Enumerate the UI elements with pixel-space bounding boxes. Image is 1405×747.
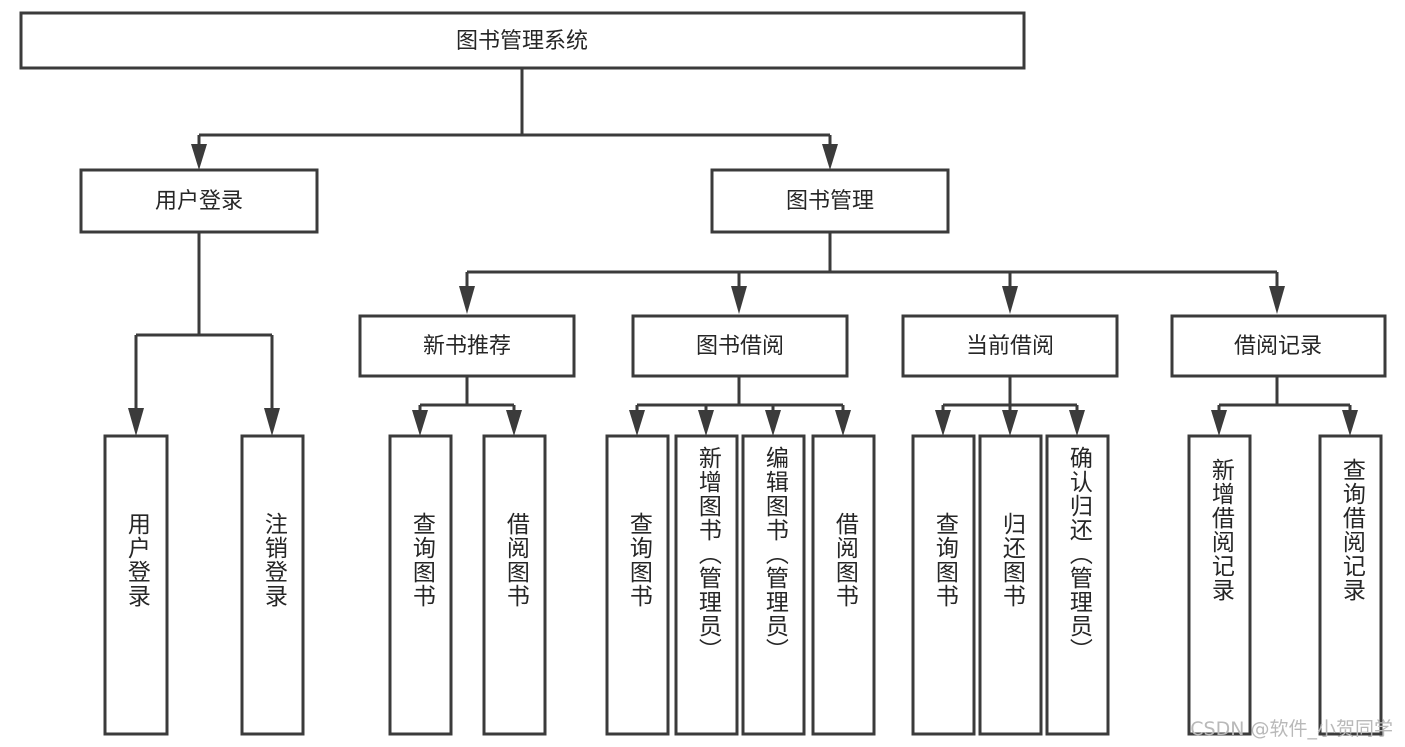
node-new-book-rec-box[interactable] (358, 314, 576, 378)
node-leaf-user-login-box[interactable] (103, 434, 169, 736)
connector-group (128, 68, 1358, 436)
node-book-manage-label: 图书管理 (786, 189, 874, 214)
node-user-login-box[interactable] (79, 168, 319, 234)
node-current-borrow-label: 当前借阅 (966, 334, 1054, 359)
arrowhead-leaf-user-login (128, 408, 144, 436)
arrowhead-new-book-rec (459, 286, 475, 314)
arrowhead-leaf-query-book-3 (935, 410, 951, 436)
arrowhead-leaf-query-book-2 (629, 410, 645, 436)
node-borrow-record-label: 借阅记录 (1234, 334, 1322, 359)
csdn-watermark: CSDN @软件_小贺同学 (1190, 718, 1393, 740)
node-borrow-record[interactable]: 借阅记录 (1170, 314, 1387, 378)
node-current-borrow-box[interactable] (901, 314, 1119, 378)
arrowhead-book-borrow (731, 286, 747, 314)
node-book-borrow[interactable]: 图书借阅 (631, 314, 849, 378)
node-leaf-confirm-return-box[interactable] (1045, 434, 1110, 736)
arrowhead-leaf-query-record (1342, 410, 1358, 436)
arrowhead-book-manage (822, 144, 838, 170)
node-leaf-return-book-box[interactable] (978, 434, 1043, 736)
node-leaf-borrow-book-1-box[interactable] (482, 434, 547, 736)
node-current-borrow[interactable]: 当前借阅 (901, 314, 1119, 378)
node-borrow-record-box[interactable] (1170, 314, 1387, 378)
arrowhead-leaf-add-book (698, 410, 714, 436)
arrowhead-leaf-query-book-1 (412, 410, 428, 436)
node-root-label: 图书管理系统 (456, 29, 588, 54)
node-book-borrow-label: 图书借阅 (696, 334, 784, 359)
arrowhead-leaf-borrow-book-2 (835, 410, 851, 436)
node-user-login[interactable]: 用户登录 (79, 168, 319, 234)
node-root[interactable]: 图书管理系统 (19, 11, 1026, 70)
node-leaf-borrow-book-2-box[interactable] (811, 434, 876, 736)
node-leaf-query-book-2-box[interactable] (605, 434, 670, 736)
node-book-manage-box[interactable] (710, 168, 950, 234)
node-leaf-edit-book-box[interactable] (741, 434, 806, 736)
node-leaf-logout-box[interactable] (240, 434, 305, 736)
arrowhead-leaf-return-book (1002, 410, 1018, 436)
node-leaf-query-book-1-box[interactable] (388, 434, 453, 736)
node-root-box[interactable] (19, 11, 1026, 70)
node-new-book-rec[interactable]: 新书推荐 (358, 314, 576, 378)
arrowhead-leaf-add-record (1211, 410, 1227, 436)
node-leaf-query-record-box[interactable] (1318, 434, 1383, 736)
node-leaf-add-record-box[interactable] (1187, 434, 1252, 736)
arrowhead-leaf-borrow-book-1 (506, 410, 522, 436)
node-book-manage[interactable]: 图书管理 (710, 168, 950, 234)
arrowhead-user-login (191, 144, 207, 170)
node-new-book-rec-label: 新书推荐 (423, 334, 511, 359)
arrowhead-borrow-record (1269, 286, 1285, 314)
arrowhead-leaf-confirm-return (1069, 410, 1085, 436)
node-leaf-add-book-box[interactable] (674, 434, 739, 736)
arrowhead-leaf-edit-book (765, 410, 781, 436)
leaf-box-group (103, 434, 1383, 736)
node-user-login-label: 用户登录 (155, 189, 243, 214)
node-leaf-query-book-3-box[interactable] (911, 434, 976, 736)
arrowhead-leaf-logout (264, 408, 280, 436)
arrowhead-current-borrow (1002, 286, 1018, 314)
node-book-borrow-box[interactable] (631, 314, 849, 378)
